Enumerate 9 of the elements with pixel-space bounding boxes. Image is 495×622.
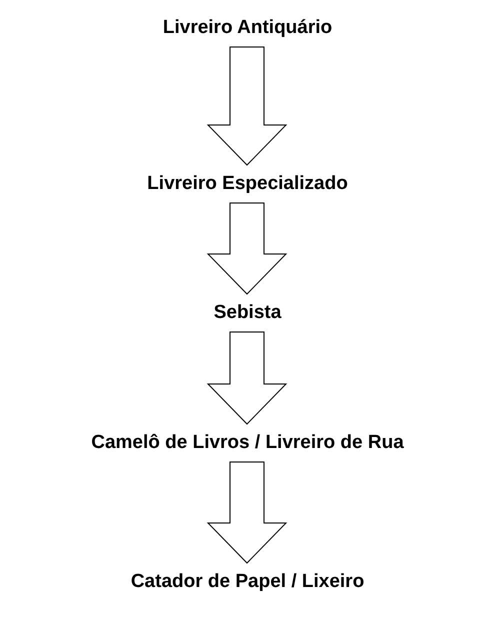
block-arrow [206,46,288,166]
stage-label: Livreiro Antiquário [158,9,336,47]
block-arrow [206,202,288,295]
stage-label: Sebista [210,294,286,332]
stage-label: Livreiro Especializado [143,165,352,203]
stage-label: Catador de Papel / Lixeiro [126,563,368,601]
stage-label: Camelô de Livros / Livreiro de Rua [87,424,408,462]
block-arrow [206,462,288,564]
block-arrow [206,332,288,425]
